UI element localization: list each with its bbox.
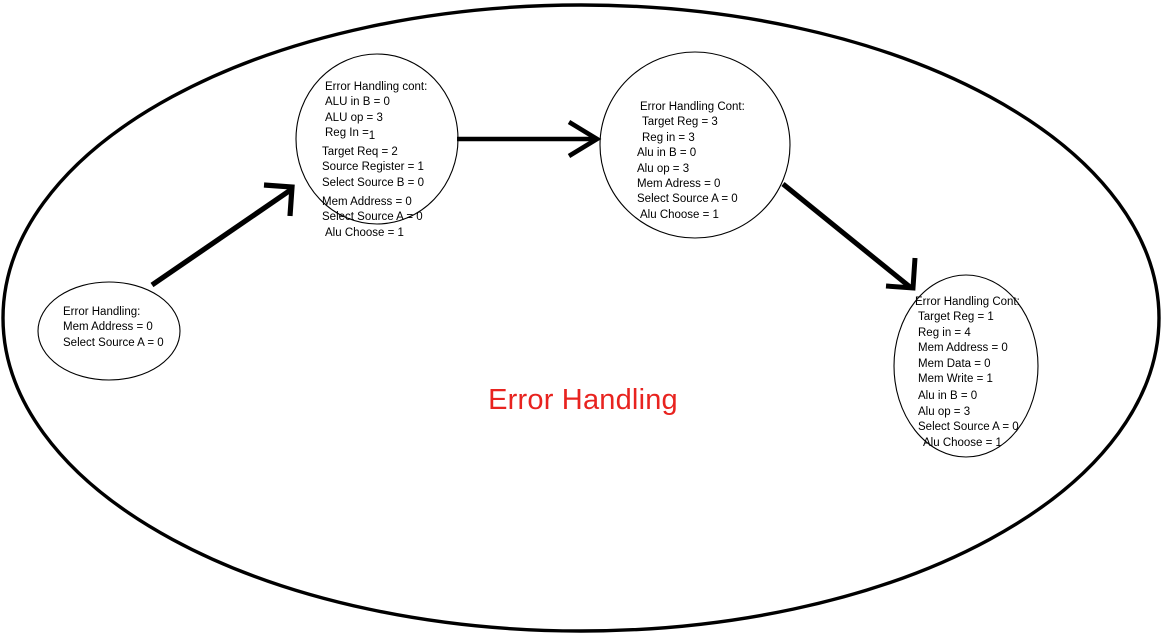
edge-node-2-to-node-3 <box>457 120 602 158</box>
node-3-shape[interactable] <box>599 51 791 239</box>
node-1-shape[interactable] <box>37 281 181 381</box>
edge-node-1-to-node-2 <box>150 182 295 288</box>
diagram-title: Error Handling <box>488 384 678 416</box>
outer-boundary-ellipse <box>1 3 1161 633</box>
node-2-shape[interactable] <box>295 53 459 225</box>
edge-node-3-to-node-4 <box>781 182 918 291</box>
node-4-shape[interactable] <box>893 274 1039 458</box>
